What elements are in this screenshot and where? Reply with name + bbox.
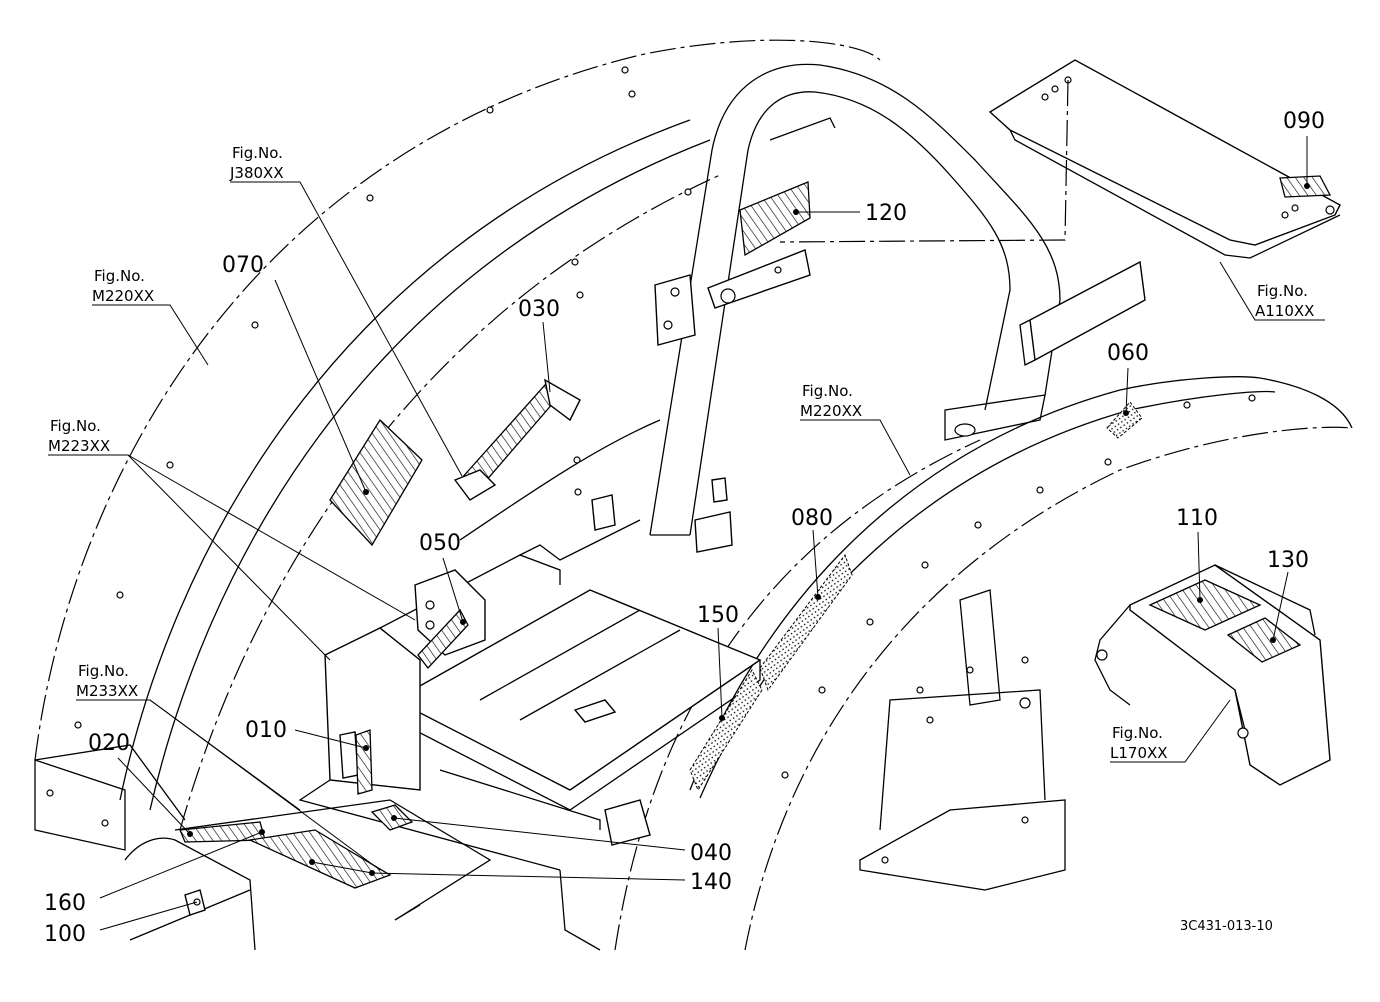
seat-platform [298,419,762,871]
fig-ref-a110-line1: Fig.No. [1257,282,1308,300]
fig-ref-m220a-line2: M220XX [92,287,154,305]
callout-030: 030 [518,297,560,322]
fig-ref-j380-line1: Fig.No. [232,144,283,162]
callout-120: 120 [865,201,907,226]
callout-060: 060 [1107,341,1149,366]
leader-lines [48,136,1325,931]
fig-ref-l170-line2: L170XX [1110,744,1168,762]
fig-ref-l170-line1: Fig.No. [1112,724,1163,742]
fig-ref-m223-line1: Fig.No. [50,417,101,435]
decal-140 [247,829,392,889]
fig-ref-m220b-line2: M220XX [800,402,862,420]
callout-020: 020 [88,731,130,756]
fig-ref-m220a-line1: Fig.No. [94,267,145,285]
fig-ref-m223-line2: M223XX [48,437,110,455]
callout-150: 150 [697,603,739,628]
callout-130: 130 [1267,548,1309,573]
callout-070: 070 [222,253,264,278]
callout-040: 040 [690,841,732,866]
figure-references: Fig.No. J380XX Fig.No. M220XX Fig.No. M2… [48,144,1314,762]
step-area [124,799,601,951]
decal-050 [417,608,469,670]
decal-150 [689,668,763,792]
decal-080 [759,553,853,692]
callout-140: 140 [690,870,732,895]
top-panel [779,59,1341,259]
rops-frame [649,63,1146,553]
decal-070 [329,418,423,547]
drawing-code: 3C431-013-10 [1180,919,1273,934]
fig-ref-m233-line2: M233XX [76,682,138,700]
callout-090: 090 [1283,109,1325,134]
fig-ref-m233-line1: Fig.No. [78,662,129,680]
decal-120 [739,181,811,257]
callout-050: 050 [419,531,461,556]
callout-100: 100 [44,922,86,947]
callout-110: 110 [1176,506,1218,531]
decal-060 [1106,401,1143,439]
decals [179,181,1143,889]
callout-080: 080 [791,506,833,531]
right-fender [614,376,1353,951]
callout-160: 160 [44,891,86,916]
fig-ref-a110-line2: A110XX [1255,302,1314,320]
decal-010 [355,729,373,795]
left-fender [34,39,881,851]
fig-ref-m220b-line1: Fig.No. [802,382,853,400]
callout-labels: 070 030 120 090 060 080 050 150 110 130 … [44,109,1325,947]
side-cover [1094,564,1331,786]
callout-010: 010 [245,718,287,743]
fig-ref-j380-line2: J380XX [229,164,284,182]
